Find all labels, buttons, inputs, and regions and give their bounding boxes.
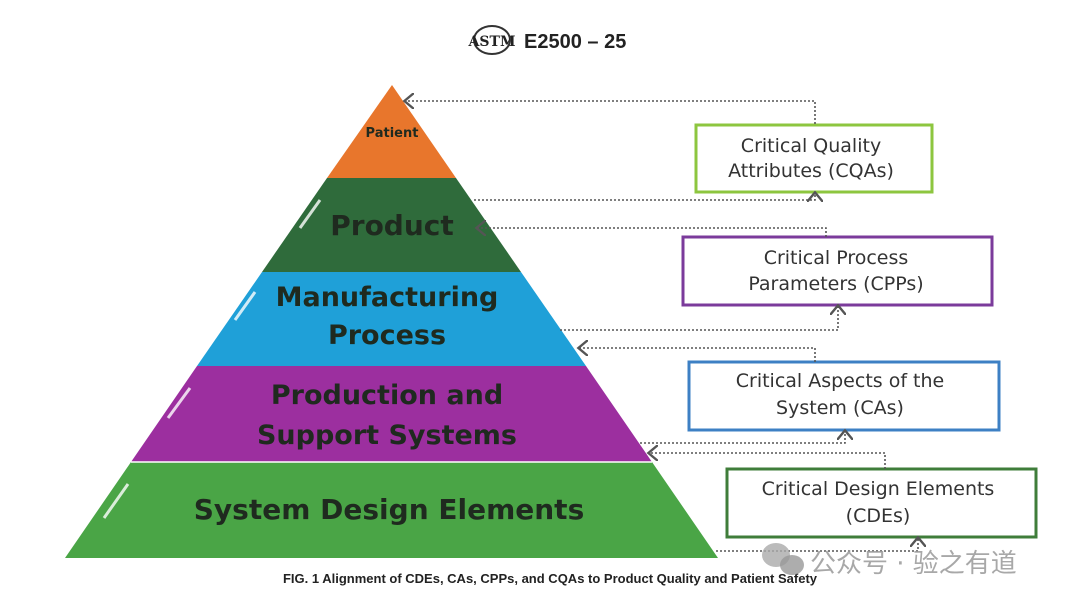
box-ca-line2: System (CAs) <box>776 397 904 419</box>
pyramid-level-production-support-systems <box>131 366 652 462</box>
box-cqa-line2: Attributes (CQAs) <box>728 160 894 182</box>
box-cpp <box>681 235 994 307</box>
watermark: 公众号 · 验之有道 <box>762 543 1017 579</box>
box-cqa-line1: Critical Quality <box>741 135 881 157</box>
box-ca-line1: Critical Aspects of the <box>736 370 945 392</box>
box-cde-line1: Critical Design Elements <box>762 478 995 500</box>
box-cde <box>725 467 1038 539</box>
box-ca <box>687 360 1001 432</box>
level-label-support-systems: Support Systems <box>257 420 517 451</box>
level-label-manufacturing: Manufacturing <box>276 282 499 313</box>
svg-text:ASTM: ASTM <box>468 34 516 50</box>
watermark-text: 公众号 · 验之有道 <box>810 549 1017 579</box>
level-label-product: Product <box>330 209 454 242</box>
pyramid-level-manufacturing-process <box>197 272 586 366</box>
level-label-production: Production and <box>271 380 503 411</box>
figure-caption: FIG. 1 Alignment of CDEs, CAs, CPPs, and… <box>283 571 818 586</box>
standard-number: E2500 – 25 <box>524 31 626 53</box>
highlight-strokes <box>102 199 322 519</box>
box-cde-line2: (CDEs) <box>846 505 911 527</box>
pyramid-level-system-design-elements <box>65 462 718 558</box>
box-cpp-line2: Parameters (CPPs) <box>748 273 923 295</box>
level-label-process: Process <box>328 320 446 351</box>
box-cpp-line1: Critical Process <box>764 247 909 269</box>
pyramid-level-patient <box>327 85 456 178</box>
pyramid-level-product <box>262 178 521 272</box>
level-label-patient: Patient <box>366 126 419 141</box>
alignment-arrows <box>406 101 918 552</box>
level-label-system-design: System Design Elements <box>194 493 584 526</box>
astm-logo: ASTM <box>468 25 516 55</box>
